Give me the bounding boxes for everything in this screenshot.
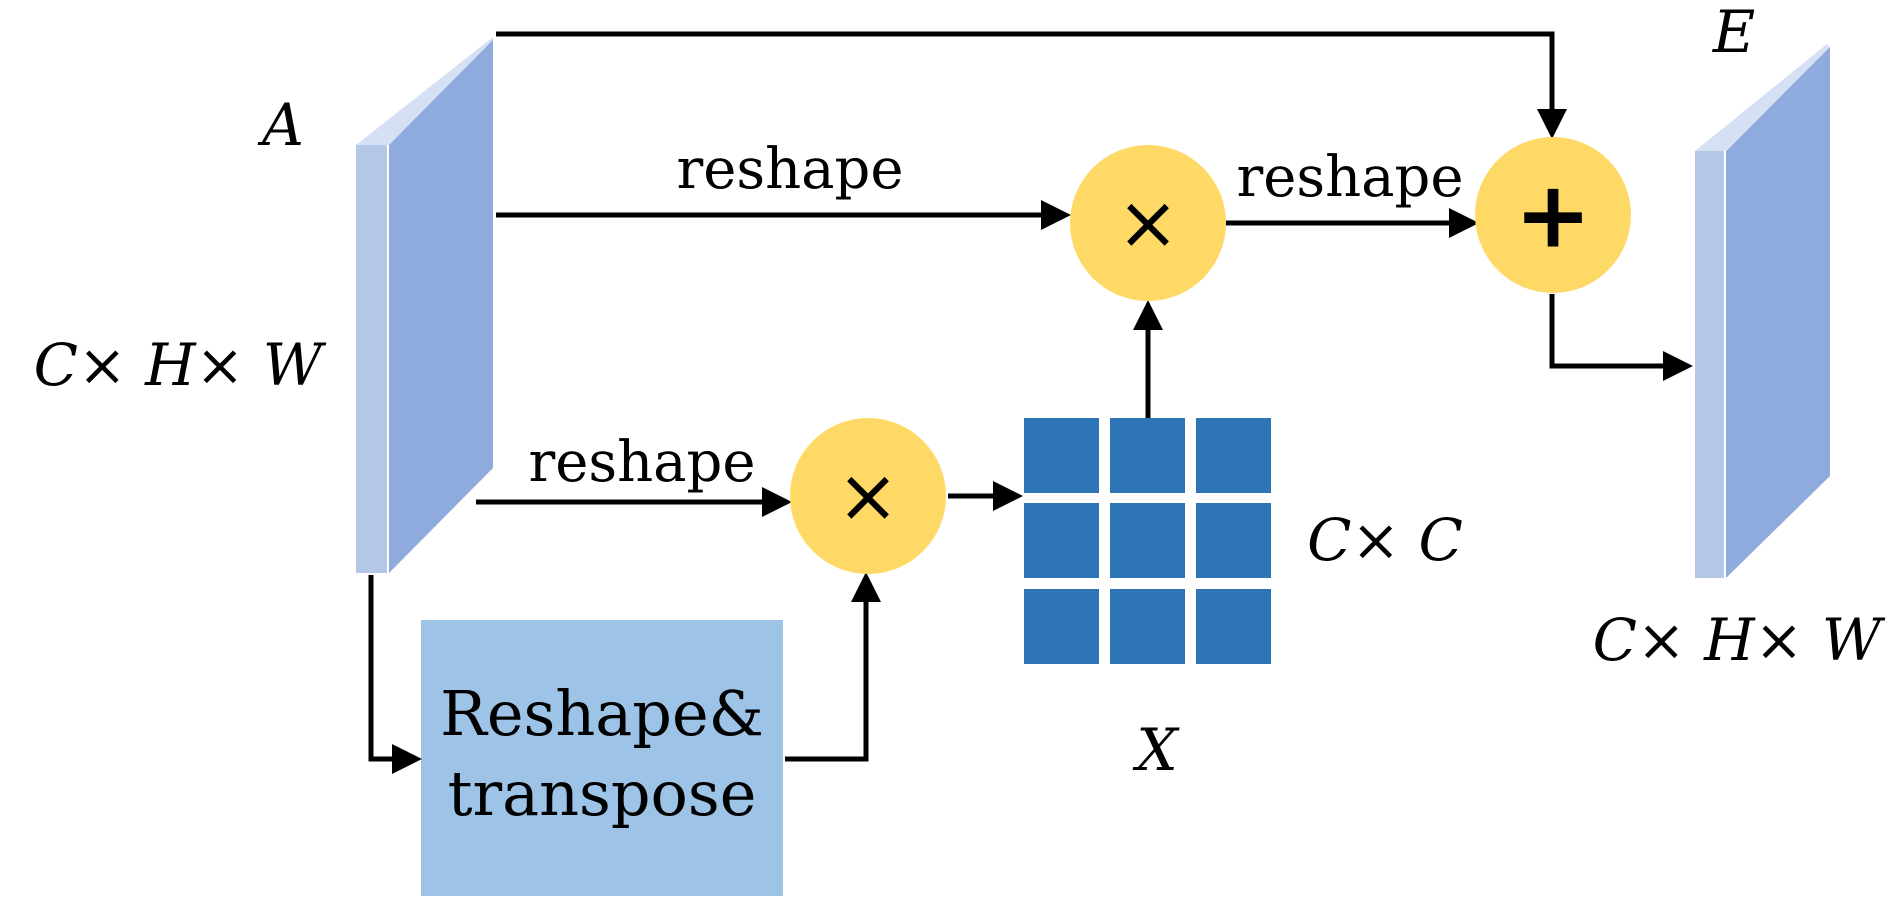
arrow-add-to-output [1549, 294, 1694, 381]
lower-multiply-circle [790, 418, 946, 574]
reshape-transpose-line2: transpose [448, 757, 757, 830]
matrix-cell [1196, 418, 1271, 493]
edge-label-middle-reshape: reshape [1236, 145, 1463, 210]
matrix-dims-label: C× C [1307, 506, 1463, 574]
upper-multiply-icon: × [1117, 180, 1179, 266]
input-tensor-side-face [389, 40, 493, 573]
lower-multiply-icon: × [837, 453, 899, 539]
input-tensor-front-face [356, 145, 387, 573]
output-tensor-top-face [1695, 44, 1830, 151]
output-tensor-label: E [1712, 0, 1755, 66]
matrix-name-label: X [1132, 716, 1180, 784]
arrow-transpose-to-lower-multiply [785, 571, 881, 762]
connectors [368, 31, 1694, 774]
matrix-cell [1110, 589, 1185, 664]
upper-multiply-circle [1070, 145, 1226, 301]
input-tensor-top-face [356, 37, 493, 145]
add-icon: + [1514, 162, 1591, 269]
edge-label-bottom-reshape: reshape [528, 430, 755, 495]
reshape-transpose-box [421, 620, 783, 896]
matrix-cell [1110, 418, 1185, 493]
reshape-transpose-line1: Reshape& [440, 677, 764, 750]
matrix-cell [1196, 589, 1271, 664]
input-tensor-dims: C× H× W [34, 331, 327, 399]
arrow-to-transpose-box [368, 575, 423, 774]
add-node: + [1475, 137, 1631, 293]
matrix-x-grid [1024, 418, 1271, 664]
add-circle [1475, 137, 1631, 293]
matrix-cell [1024, 503, 1099, 578]
upper-multiply-node: × [1070, 145, 1226, 301]
matrix-cell [1110, 503, 1185, 578]
lower-multiply-node: × [790, 418, 946, 574]
edge-label-top-reshape: reshape [676, 137, 903, 202]
output-tensor-dims: C× H× W [1593, 606, 1886, 674]
matrix-cell [1196, 503, 1271, 578]
matrix-cell [1024, 589, 1099, 664]
matrix-cell [1024, 418, 1099, 493]
output-tensor-side-face [1726, 47, 1830, 578]
output-tensor-block [1695, 44, 1830, 578]
input-tensor-label: A [257, 91, 304, 159]
input-tensor-block [356, 37, 493, 573]
arrow-skip-to-add [496, 31, 1567, 140]
output-tensor-front-face [1695, 151, 1724, 578]
